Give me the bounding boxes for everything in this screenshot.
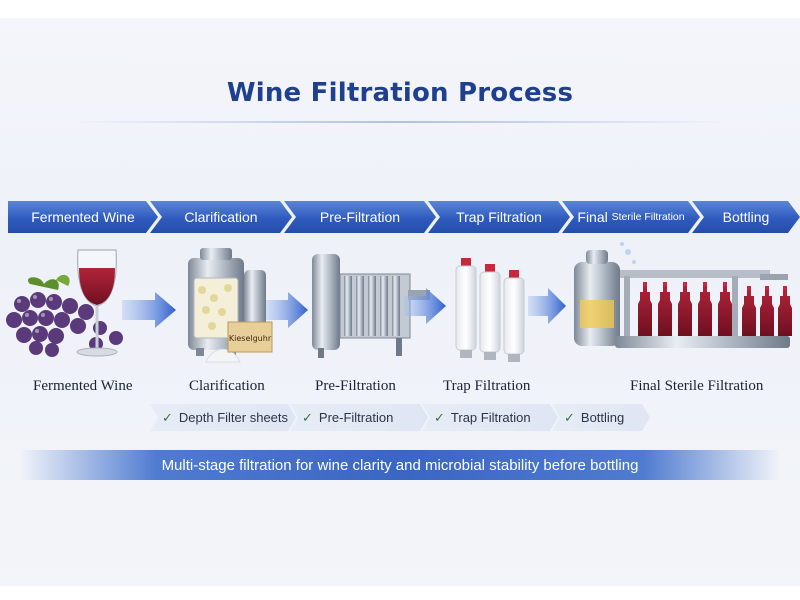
grapes-icon bbox=[6, 274, 123, 357]
sub-item: ✓ Depth Filter sheets bbox=[150, 404, 296, 431]
step-label-small: Sterile Filtration bbox=[611, 211, 685, 223]
title-divider bbox=[70, 121, 730, 123]
stage-label-trap-filtration: Trap Filtration bbox=[443, 378, 531, 394]
step-final-sterile-filtration: Final Sterile Filtration bbox=[562, 201, 700, 233]
pre-filter-unit bbox=[312, 254, 430, 358]
step-pre-filtration: Pre-Filtration bbox=[284, 201, 436, 233]
sub-item-label: Trap Filtration bbox=[450, 410, 531, 425]
arrow-right-icon bbox=[266, 292, 308, 328]
footer-text: Multi-stage filtration for wine clarity … bbox=[161, 456, 639, 474]
step-fermented-wine: Fermented Wine bbox=[8, 201, 158, 233]
step-label: Trap Filtration bbox=[456, 209, 542, 225]
stage-label-fermented-wine: Fermented Wine bbox=[33, 378, 133, 394]
sub-item: ✓ Pre-Filtration bbox=[290, 404, 428, 431]
step-trap-filtration: Trap Filtration bbox=[428, 201, 570, 233]
sub-item: ✓ Trap Filtration bbox=[422, 404, 558, 431]
arrow-right-icon bbox=[122, 292, 176, 328]
process-illustrations: Kieselguhr bbox=[6, 242, 792, 363]
wine-glass-icon bbox=[76, 249, 118, 357]
step-clarification: Clarification bbox=[150, 201, 292, 233]
step-label: Fermented Wine bbox=[31, 209, 135, 225]
arrow-right-icon bbox=[528, 288, 566, 324]
step-label: Pre-Filtration bbox=[319, 209, 401, 225]
top-frame bbox=[0, 0, 800, 18]
stage-label-pre-filtration: Pre-Filtration bbox=[315, 378, 396, 394]
trap-filter-cartridges bbox=[455, 258, 525, 362]
sub-item-label: Pre-Filtration bbox=[318, 410, 394, 425]
sub-item-label: Depth Filter sheets bbox=[178, 410, 289, 425]
arrow-right-icon bbox=[404, 288, 446, 324]
check-icon: ✓ bbox=[162, 409, 173, 425]
box-label: Kieselguhr bbox=[229, 334, 272, 343]
step-label-main: Final bbox=[577, 209, 608, 225]
sub-step-bar: ✓ Depth Filter sheets ✓ Pre-Filtration ✓… bbox=[150, 404, 650, 431]
step-bottling: Bottling bbox=[692, 201, 800, 233]
sterile-filter-tank bbox=[574, 242, 636, 346]
check-icon: ✓ bbox=[564, 409, 575, 425]
kieselguhr-box: Kieselguhr bbox=[227, 321, 273, 353]
stage-label-final-sterile-filtration: Final Sterile Filtration bbox=[630, 378, 764, 394]
check-icon: ✓ bbox=[434, 409, 445, 425]
step-label: Clarification bbox=[184, 209, 258, 225]
sub-item: ✓ Bottling bbox=[552, 404, 650, 431]
sub-item-label: Bottling bbox=[580, 410, 625, 425]
check-icon: ✓ bbox=[302, 409, 313, 425]
stage-label-clarification: Clarification bbox=[189, 378, 265, 394]
bottom-frame bbox=[0, 586, 800, 600]
page-title: Wine Filtration Process bbox=[226, 78, 574, 108]
footer-banner: Multi-stage filtration for wine clarity … bbox=[20, 450, 780, 480]
step-chevrons: Fermented Wine Clarification Pre-Filtrat… bbox=[0, 201, 800, 233]
step-label: Bottling bbox=[722, 209, 770, 225]
bottling-line bbox=[615, 270, 792, 348]
